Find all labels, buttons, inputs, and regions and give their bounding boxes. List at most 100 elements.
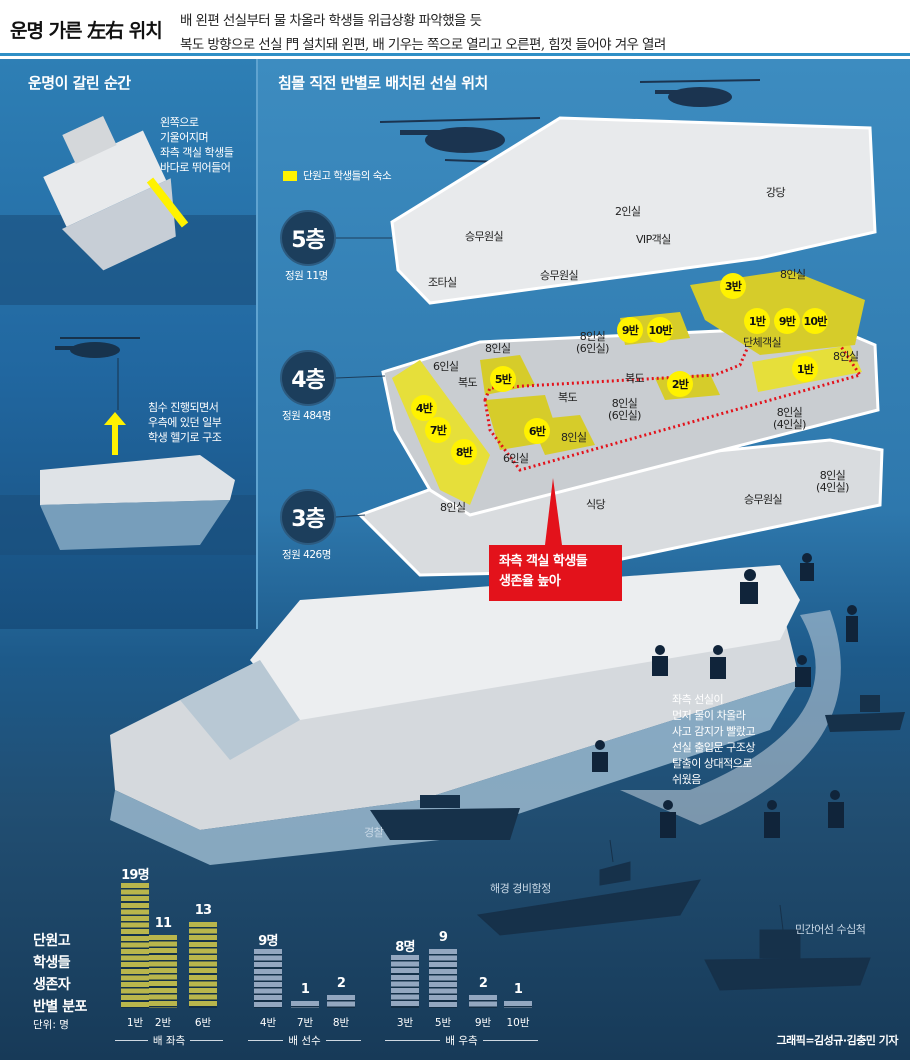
- room-hall: 강당: [766, 186, 786, 199]
- bar-value-label: 2: [478, 975, 488, 991]
- corridor-label: 복도: [625, 372, 645, 385]
- bar-3반: [391, 955, 419, 1008]
- sinking-ship-icon: [40, 455, 235, 550]
- bar-category-label: 9반: [474, 1017, 492, 1029]
- class-badge-1: 1반: [744, 308, 770, 334]
- class-badge-9: 9반: [774, 308, 800, 334]
- room-8person: 8인실: [485, 342, 511, 355]
- subtitle-line-1: 배 왼편 선실부터 물 차올라 학생들 위급상황 파악했을 듯: [180, 13, 482, 29]
- escape-arrow-icon: [620, 610, 841, 825]
- bar-value-label: 19명: [121, 867, 149, 883]
- chart-unit: 단위: 명: [33, 1019, 69, 1031]
- note-line: 학생 헬기로 구조: [148, 431, 222, 444]
- civilian-boats-label: 민간어선 수십척: [795, 923, 866, 936]
- group-label: 배 선수: [248, 1033, 362, 1048]
- class-badge-6: 6반: [524, 418, 550, 444]
- chart-title-line: 단원고: [33, 933, 71, 949]
- room-8person: 8인실 (6인실): [608, 397, 641, 422]
- class-badge-10: 10반: [802, 308, 828, 334]
- room-bridge: 조타실: [428, 276, 457, 289]
- note-line: 먼저 물이 차올라: [672, 709, 746, 722]
- left-panel-title: 운명이 갈린 순간: [28, 74, 131, 92]
- bar-value-label: 9: [438, 929, 448, 945]
- chart-title-line: 학생들: [33, 955, 71, 971]
- group-label: 배 우측: [385, 1033, 539, 1048]
- room-6person: 6인실: [503, 452, 529, 465]
- room-8person: 8인실: [780, 268, 806, 281]
- chart-title-line: 반별 분포: [33, 999, 87, 1015]
- room-2person: 2인실: [615, 205, 641, 218]
- floor-5-capacity: 정원 11명: [285, 270, 328, 282]
- class-badge-4: 4반: [411, 395, 437, 421]
- bar-category-label: 7반: [296, 1017, 314, 1029]
- callout-line: 좌측 객실 학생들: [499, 554, 588, 569]
- floor-3-capacity: 정원 426명: [282, 549, 331, 561]
- bar-category-label: 10반: [506, 1017, 530, 1029]
- bar-category-label: 4반: [259, 1017, 277, 1029]
- bar-5반: [429, 948, 457, 1008]
- callout-pointer: [545, 478, 562, 545]
- jump-arrow-icon: [146, 177, 189, 228]
- bar-10반: [504, 1001, 532, 1008]
- room-8person: 8인실 (4인실): [816, 469, 849, 494]
- floor-5-badge: 5층: [280, 210, 336, 266]
- floor-4-capacity: 정원 484명: [282, 410, 331, 422]
- bar-category-label: 2반: [154, 1017, 172, 1029]
- chart-title-line: 생존자: [33, 977, 71, 993]
- legend-swatch: [283, 170, 297, 181]
- room-8person: 8인실: [561, 431, 587, 444]
- bar-7반: [291, 1001, 319, 1008]
- bar-value-label: 2: [336, 975, 346, 991]
- class-badge-7: 7반: [425, 417, 451, 443]
- corridor-label: 복도: [558, 391, 578, 404]
- note-line: 왼쪽으로: [160, 116, 199, 129]
- bar-1반: [121, 882, 149, 1008]
- legend-label: 단원고 학생들의 숙소: [303, 170, 392, 182]
- deck-5: [390, 116, 877, 305]
- room-dining: 식당: [586, 498, 606, 511]
- class-badge-9: 9반: [617, 317, 643, 343]
- fishing-boat-icon: [704, 904, 871, 991]
- class-badge-1: 1반: [792, 356, 818, 382]
- bar-value-label: 9명: [258, 933, 278, 949]
- room-8person: 8인실 (6인실): [576, 330, 609, 355]
- people-silhouettes-icon: [592, 553, 858, 838]
- note-line: 선실 출입문 구조상: [672, 741, 755, 754]
- helicopter-icon: [639, 79, 761, 107]
- bar-category-label: 1반: [126, 1017, 144, 1029]
- left-cabin-outline: [483, 340, 863, 472]
- corridor-label: 복도: [458, 376, 478, 389]
- floor-4-badge: 4층: [280, 350, 336, 406]
- bar-4반: [254, 948, 282, 1008]
- police-label: 경찰: [364, 826, 384, 839]
- note-line: 좌측 객실 학생들: [160, 146, 234, 159]
- note-line: 사고 감지가 빨랐고: [672, 725, 755, 738]
- bar-2반: [149, 935, 177, 1008]
- bar-category-label: 6반: [194, 1017, 212, 1029]
- bar-category-label: 8반: [332, 1017, 350, 1029]
- legend: 단원고 학생들의 숙소: [283, 168, 392, 183]
- note-line: 침수 진행되면서: [148, 401, 219, 414]
- tilting-ship-icon: [43, 115, 176, 271]
- ferry-ship: [110, 565, 800, 865]
- bar-8반: [327, 994, 355, 1008]
- bar-value-label: 13: [194, 903, 212, 919]
- bar-category-label: 3반: [396, 1017, 414, 1029]
- bar-value-label: 11: [154, 916, 172, 932]
- floor-3-leader-line: [335, 514, 366, 518]
- up-arrow-icon: [104, 412, 126, 455]
- room-crew: 승무원실: [744, 493, 783, 506]
- room-8person: 8인실: [440, 501, 466, 514]
- room-crew: 승무원실: [465, 230, 504, 243]
- room-vip: VIP객실: [636, 233, 671, 246]
- bar-6반: [189, 922, 217, 1008]
- bar-value-label: 1: [513, 982, 523, 998]
- group-label: 배 좌측: [115, 1033, 224, 1048]
- bar-9반: [469, 994, 497, 1008]
- note-line: 우측에 있던 일부: [148, 416, 222, 429]
